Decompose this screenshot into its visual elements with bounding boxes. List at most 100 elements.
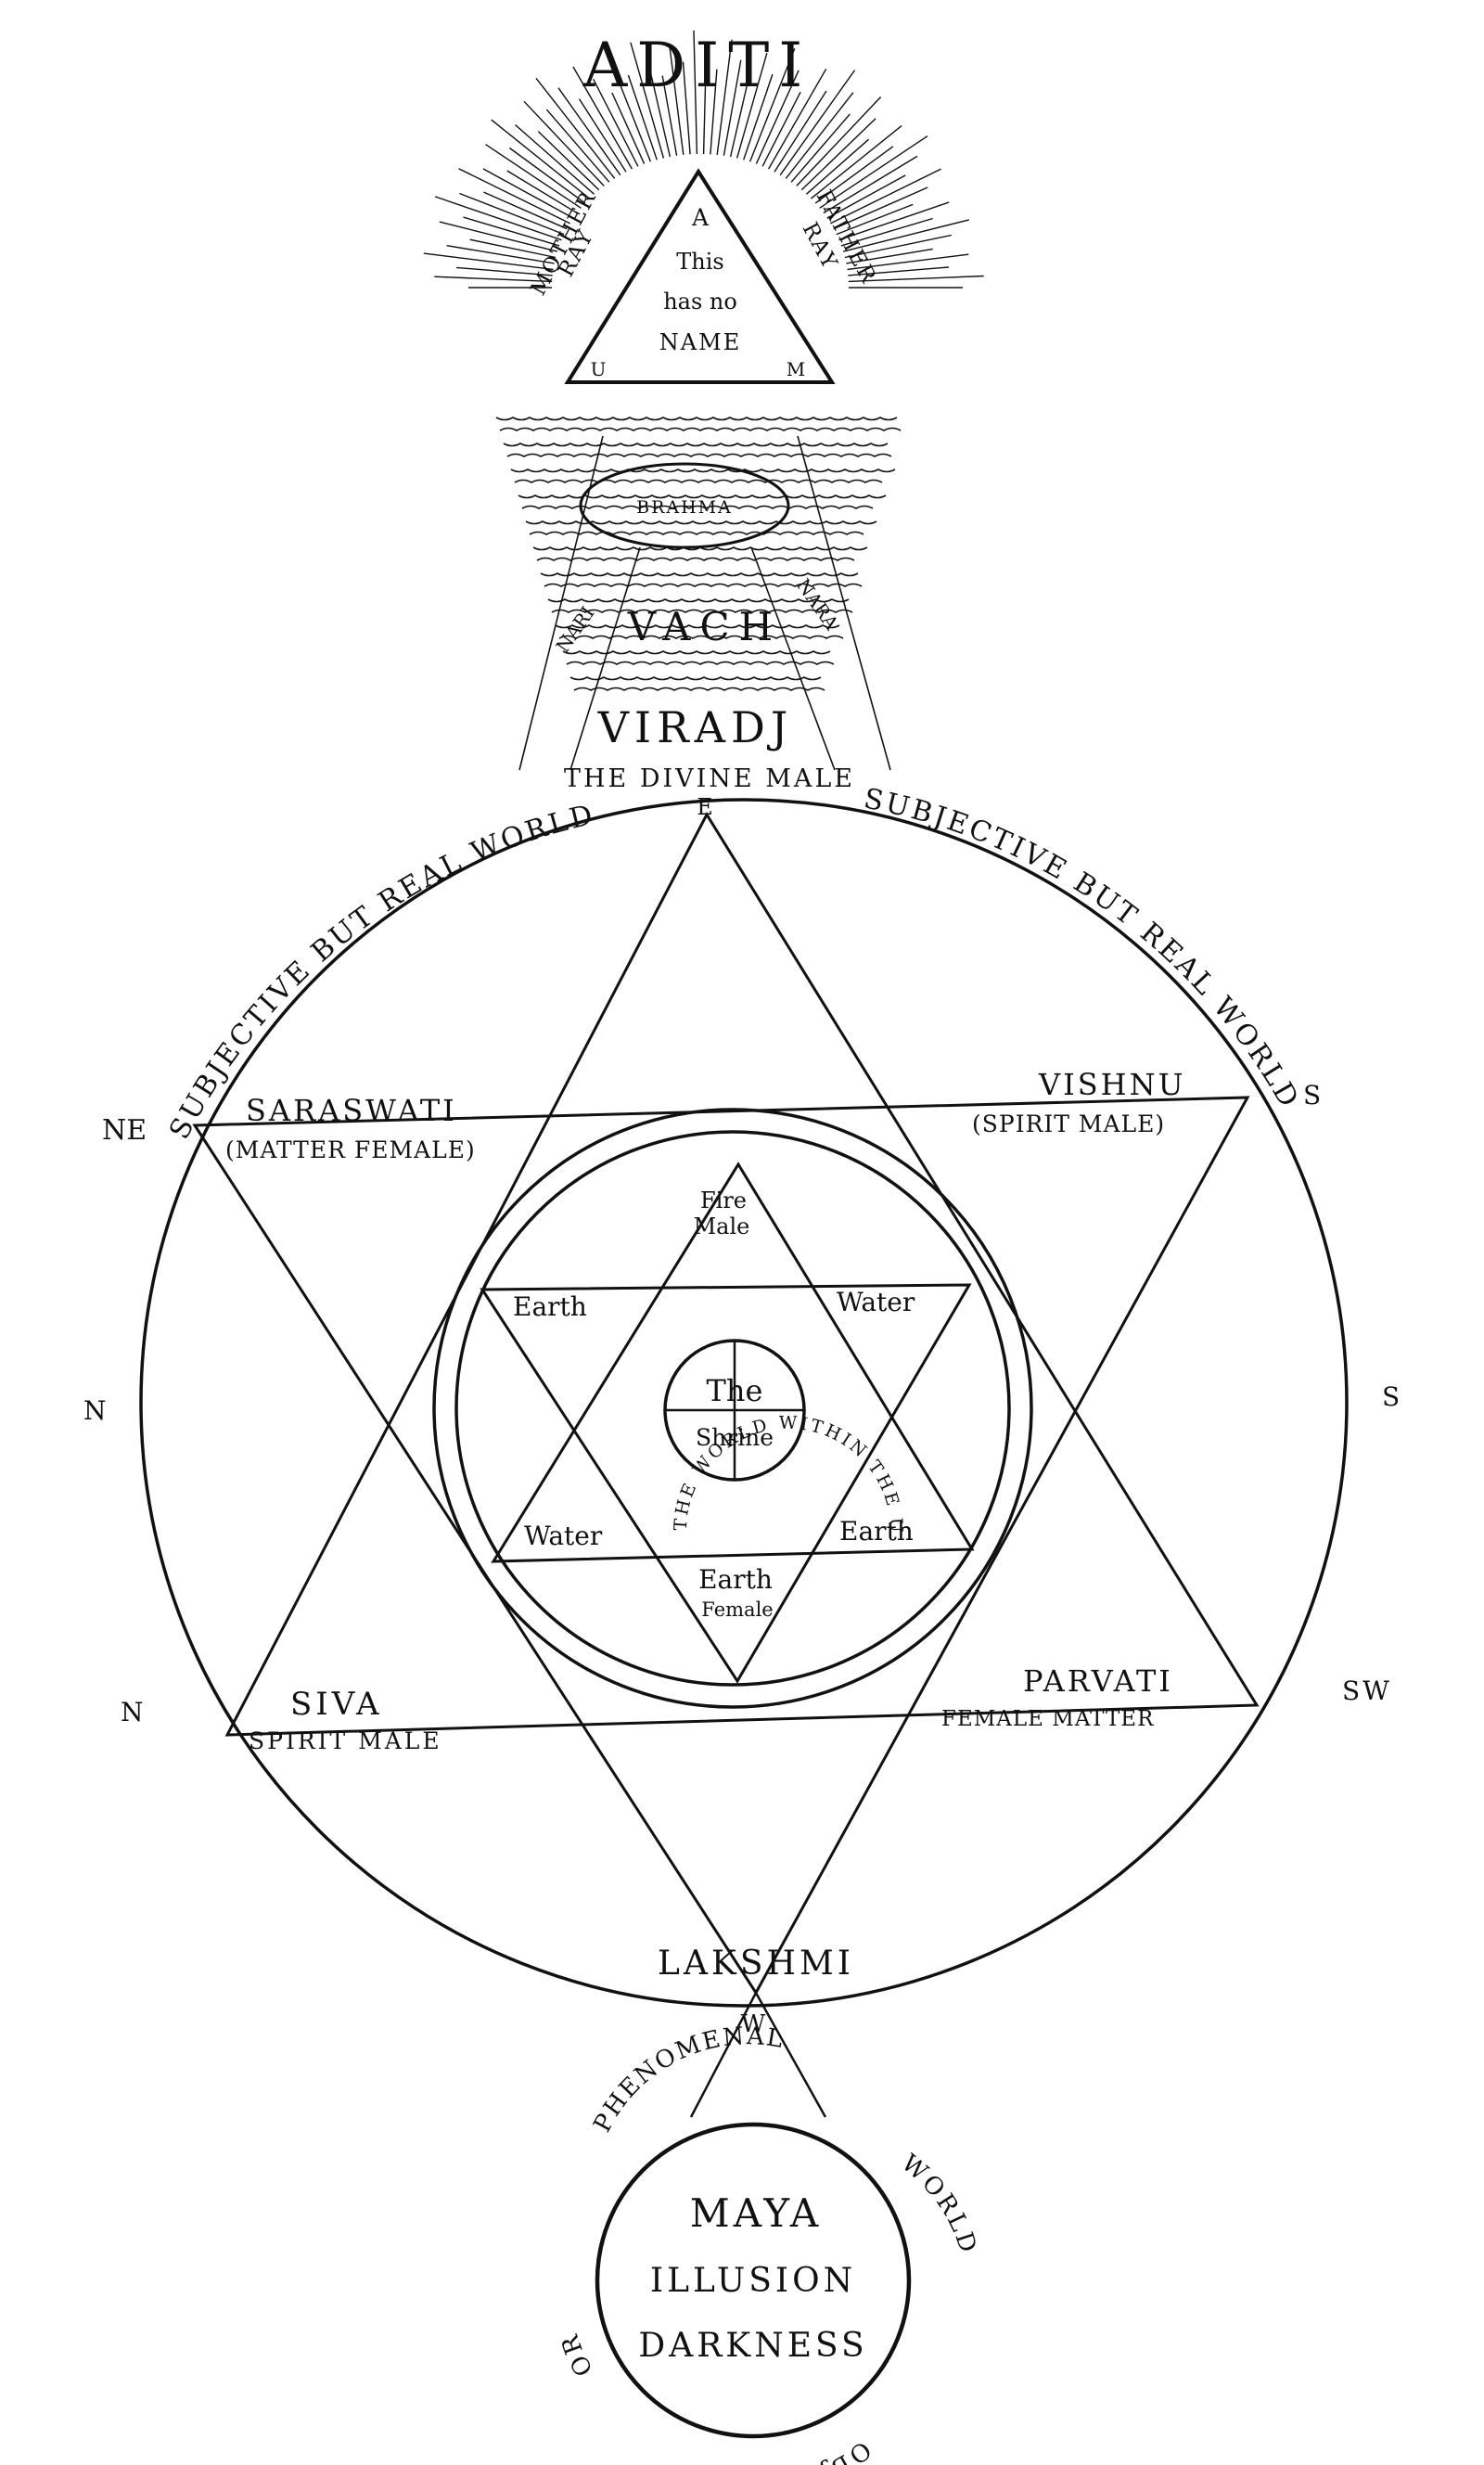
beam-line (518, 435, 604, 771)
wave-line (569, 676, 822, 681)
saraswati-sub: (MATTER FEMALE) (225, 1136, 476, 1163)
wave-line (566, 661, 835, 665)
ray-line (743, 73, 774, 160)
ray-line (729, 80, 749, 158)
saraswati-label: SARASWATI (246, 1093, 457, 1128)
ray-line (506, 170, 578, 214)
ray-line (796, 96, 882, 186)
ray-line (482, 168, 574, 219)
triangle-text-2: has no (663, 289, 737, 315)
ray-line (609, 59, 652, 162)
ray-line (668, 44, 684, 155)
ray-line (630, 42, 665, 159)
ray-line (593, 78, 639, 167)
ray-line (463, 216, 560, 247)
siva-label: SIVA (290, 1686, 383, 1723)
earth-left-label: Earth (513, 1291, 587, 1322)
triangle-text-1: This (676, 249, 723, 275)
ray-line (819, 135, 928, 209)
ray-line (823, 155, 918, 214)
ray-line (646, 58, 672, 158)
wave-line (540, 572, 859, 577)
compass-n-mid: N (83, 1395, 107, 1426)
phenomenal-label: PHENOMENAL (588, 2022, 787, 2137)
ray-line (459, 192, 565, 236)
water-left-label: Water (524, 1521, 603, 1551)
ray-line (682, 61, 691, 155)
triangle-u: U (591, 358, 607, 380)
beam-line (750, 546, 836, 771)
ray-line (755, 70, 800, 164)
darkness-label: DARKNESS (638, 2327, 867, 2365)
ray-line (761, 91, 801, 167)
wave-line (573, 687, 825, 691)
ray-line (423, 252, 554, 271)
brahma-egg (579, 462, 790, 549)
ray-line (693, 30, 698, 155)
ray-line (767, 68, 827, 170)
earth-bottom-label: Earth (698, 1564, 773, 1595)
ray-line (545, 109, 610, 183)
universe-circle (139, 798, 1349, 2008)
maya-connector (689, 1990, 827, 2118)
ray-line (848, 266, 949, 276)
wave-line (495, 417, 898, 421)
aum-triangle (564, 168, 836, 384)
beam-line (797, 435, 891, 771)
siva-sub: SPIRIT MALE (249, 1727, 442, 1754)
maya-circle (595, 2122, 912, 2439)
inner-downward-triangle (480, 1283, 972, 1684)
aditi-title: ADITI (582, 30, 812, 101)
ray-line (469, 238, 556, 259)
objective-label: OBJECTIVE (698, 2435, 876, 2465)
compass-s-upper: S (1303, 1080, 1321, 1111)
ray-line (434, 276, 553, 283)
ray-line (716, 39, 733, 155)
ray-line (446, 245, 555, 264)
ray-line (572, 66, 633, 170)
wave-line (514, 479, 883, 483)
ray-line (826, 174, 906, 219)
ray-line (483, 191, 568, 230)
wave-line (499, 427, 902, 431)
ray-line (790, 113, 851, 183)
ray-line (661, 75, 678, 156)
ray-line (838, 201, 950, 241)
earth-right-label: Earth (839, 1516, 914, 1547)
fire-label: Fire (700, 1188, 747, 1213)
wave-line (562, 650, 831, 655)
ray-line (748, 47, 796, 162)
ray-line (710, 69, 718, 155)
world-label: WORLD (896, 2150, 982, 2259)
ray-line (578, 98, 627, 173)
ray-line (840, 217, 933, 247)
beam-line (569, 546, 641, 771)
vishnu-label: VISHNU (1038, 1067, 1186, 1102)
compass-ne: NE (102, 1114, 147, 1147)
wave-line (529, 531, 864, 535)
wave-line (525, 520, 877, 525)
wave-line (536, 557, 855, 561)
upward-triangle (224, 811, 1260, 1737)
ray-line (836, 203, 914, 236)
inner-circle-inner (454, 1130, 1011, 1687)
brahma-label: BRAHMA (636, 497, 733, 518)
illusion-label: ILLUSION (650, 2262, 856, 2300)
fire-sub: Male (694, 1213, 750, 1239)
earth-bottom-sub: Female (701, 1598, 773, 1621)
wave-line (555, 624, 840, 629)
ray-line (829, 168, 941, 225)
vishnu-sub: (SPIRIT MALE) (972, 1111, 1165, 1137)
universe-circle-group (139, 798, 1349, 2008)
ray-line (785, 92, 854, 179)
ray-line (508, 147, 586, 204)
lakshmi-label: LAKSHMI (658, 1945, 854, 1983)
compass-s-mid: S (1382, 1381, 1400, 1412)
ray-line (846, 248, 933, 264)
ray-line (847, 253, 969, 271)
shrine-label-1: The (707, 1373, 763, 1408)
triangle-m: M (787, 358, 805, 380)
ray-line (434, 196, 562, 241)
inner-upward-triangle (491, 1162, 975, 1563)
